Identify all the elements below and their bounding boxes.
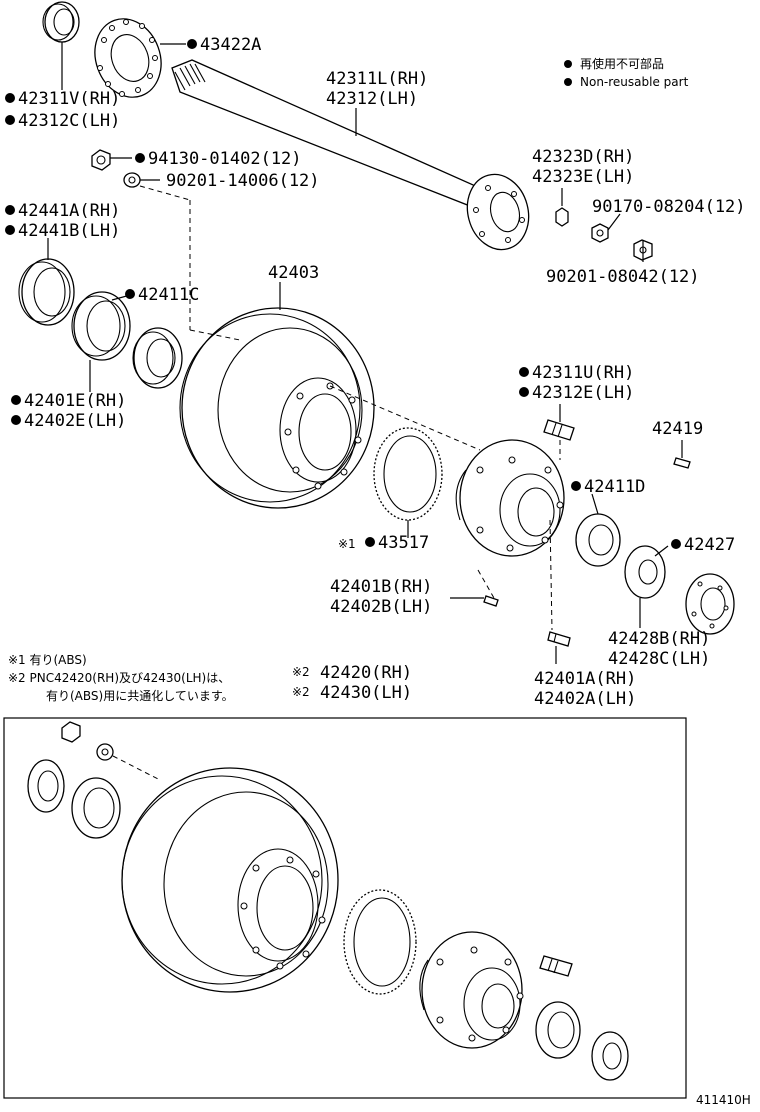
non-reusable-mark-icon — [11, 395, 21, 405]
label-42402b[interactable]: 42402B(LH) — [330, 597, 432, 617]
non-reusable-mark-icon — [365, 537, 375, 547]
oil-seal-part[interactable] — [42, 1, 80, 43]
label-42428c[interactable]: 42428C(LH) — [608, 649, 710, 669]
hub-nut-part[interactable] — [685, 573, 735, 635]
legend-jp: 再使用不可部品 — [580, 56, 664, 71]
label-42401b[interactable]: 42401B(RH) — [330, 577, 432, 597]
screw-part[interactable] — [673, 457, 691, 469]
bullet-icon — [564, 60, 572, 68]
label-42441a[interactable]: 42441A(RH) — [18, 201, 120, 221]
bearing-cone-part[interactable] — [132, 327, 183, 389]
label-90201-14006[interactable]: 90201-14006(12) — [166, 171, 320, 191]
label-42441b[interactable]: 42441B(LH) — [18, 221, 120, 241]
label-42411d[interactable]: 42411D — [584, 477, 645, 497]
lower-hub-bolt-part[interactable] — [539, 955, 573, 977]
non-reusable-mark-icon — [135, 153, 145, 163]
label-43422a[interactable]: 43422A — [200, 35, 261, 55]
non-reusable-mark-icon — [519, 367, 529, 377]
nut-94130-part[interactable] — [91, 149, 111, 171]
non-reusable-mark-icon — [187, 39, 197, 49]
label-42311u[interactable]: 42311U(RH) — [532, 363, 634, 383]
legend-en: Non-reusable part — [580, 75, 689, 89]
label-42312c[interactable]: 42312C(LH) — [18, 111, 120, 131]
non-reusable-mark-icon — [5, 205, 15, 215]
brake-drum-part[interactable] — [179, 307, 375, 509]
lower-leader-line — [112, 755, 161, 781]
bullet-icon — [564, 78, 572, 86]
footnote-common-1: ※2 PNC42420(RH)及び42430(LH)は、 — [8, 671, 230, 685]
lower-bearing-race-part[interactable] — [535, 1001, 581, 1059]
leader-lines — [47, 42, 683, 664]
lower-brake-drum-part[interactable] — [121, 767, 339, 993]
stud-42401a-part[interactable] — [547, 631, 571, 647]
assembly-box — [3, 717, 687, 1099]
label-90170[interactable]: 90170-08204(12) — [592, 197, 746, 217]
hub-bolt-part[interactable] — [543, 419, 575, 441]
non-reusable-mark-icon — [5, 115, 15, 125]
washer-90201-08042-part[interactable] — [591, 223, 609, 243]
label-43517[interactable]: 43517 — [378, 533, 429, 553]
bearing-42411d-part[interactable] — [575, 513, 621, 567]
label-42402a[interactable]: 42402A(LH) — [534, 689, 636, 709]
legend: 再使用不可部品 Non-reusable part — [564, 56, 689, 89]
axle-shaft-part[interactable] — [171, 59, 537, 256]
label-42428b[interactable]: 42428B(RH) — [608, 629, 710, 649]
lower-bearing-cup-part[interactable] — [71, 777, 121, 839]
label-42401a[interactable]: 42401A(RH) — [534, 669, 636, 689]
label-42430[interactable]: 42430(LH) — [320, 683, 412, 703]
non-reusable-mark-icon — [671, 539, 681, 549]
footnote-abs: ※1 有り(ABS) — [8, 653, 87, 667]
label-42312e[interactable]: 42312E(LH) — [532, 383, 634, 403]
label-42427[interactable]: 42427 — [684, 535, 735, 555]
label-42312[interactable]: 42312(LH) — [326, 89, 418, 109]
oil-seal-42441-part[interactable] — [18, 258, 75, 326]
non-reusable-mark-icon — [125, 289, 135, 299]
non-reusable-mark-icon — [5, 225, 15, 235]
label-42419[interactable]: 42419 — [652, 419, 703, 439]
label-42411c[interactable]: 42411C — [138, 285, 199, 305]
nut-42323-part[interactable] — [555, 207, 569, 227]
abs-note-mark: ※1 — [338, 537, 356, 551]
label-42401e[interactable]: 42401E(RH) — [24, 391, 126, 411]
non-reusable-mark-icon — [571, 481, 581, 491]
label-94130[interactable]: 94130-01402(12) — [148, 149, 302, 169]
footnote-common-2: 有り(ABS)用に共通化しています。 — [46, 689, 234, 703]
non-reusable-mark-icon — [11, 415, 21, 425]
part-labels: 43422A 42311V(RH) 42312C(LH) 42311L(RH) … — [5, 35, 746, 709]
washer-90201-part[interactable] — [123, 172, 141, 188]
abs-rotor-part[interactable] — [373, 427, 443, 521]
label-42420[interactable]: 42420(RH) — [320, 663, 412, 683]
lower-bearing-cone-part[interactable] — [27, 759, 65, 813]
non-reusable-mark-icon — [519, 387, 529, 397]
label-42403[interactable]: 42403 — [268, 263, 319, 283]
lower-nut-part[interactable] — [61, 721, 81, 743]
lower-abs-rotor-part[interactable] — [343, 889, 417, 995]
label-90201-08042[interactable]: 90201-08042(12) — [546, 267, 700, 287]
lock-washer-part[interactable] — [624, 545, 666, 599]
footnotes: ※1 有り(ABS) ※2 PNC42420(RH)及び42430(LH)は、 … — [8, 653, 234, 703]
stud-42401b-part[interactable] — [483, 595, 499, 607]
bearing-cup-part[interactable] — [71, 291, 131, 361]
label-42323e[interactable]: 42323E(LH) — [532, 167, 634, 187]
common-note-mark: ※2 — [292, 685, 310, 699]
gasket-part[interactable] — [84, 9, 172, 106]
label-42323d[interactable]: 42323D(RH) — [532, 147, 634, 167]
lower-washer-part[interactable] — [96, 743, 114, 761]
common-note-mark: ※2 — [292, 665, 310, 679]
label-42402e[interactable]: 42402E(LH) — [24, 411, 126, 431]
non-reusable-mark-icon — [5, 93, 15, 103]
label-42311l[interactable]: 42311L(RH) — [326, 69, 428, 89]
lower-inner-bearing-part[interactable] — [591, 1031, 629, 1081]
label-42311v[interactable]: 42311V(RH) — [18, 89, 120, 109]
illustration-code: 411410H — [696, 1093, 751, 1107]
axle-hub-part[interactable] — [455, 439, 565, 557]
lower-axle-hub-part[interactable] — [419, 931, 524, 1049]
